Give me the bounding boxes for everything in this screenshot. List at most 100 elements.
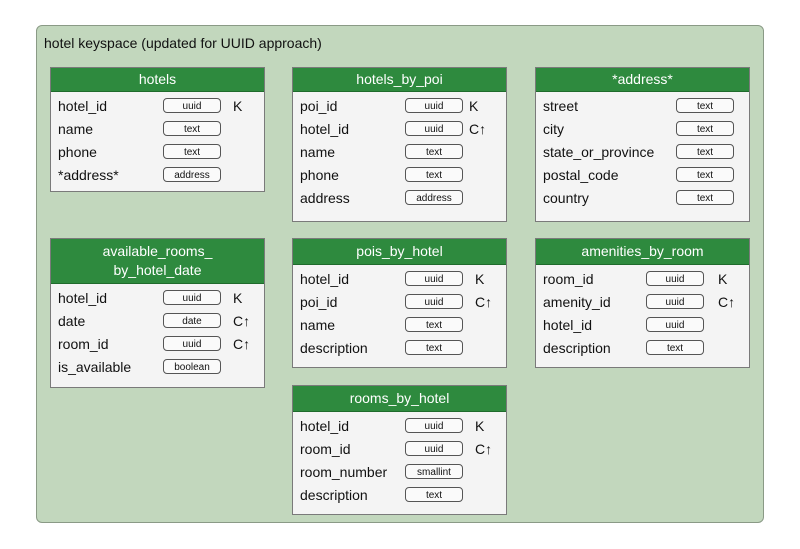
table-title: hotels — [138, 71, 177, 87]
column-name: description — [300, 340, 368, 356]
column-key-marker: C↑ — [475, 441, 493, 457]
column-type-badge: uuid — [646, 294, 704, 309]
column-name: street — [543, 98, 579, 114]
column-name: room_number — [300, 464, 388, 480]
table-header: available_rooms_ by_hotel_date — [51, 239, 264, 284]
column-name: country — [543, 190, 589, 206]
column-name: name — [300, 317, 336, 333]
column-type-badge: address — [163, 167, 221, 182]
column-name: hotel_id — [300, 418, 350, 434]
column-row: description text — [293, 485, 506, 508]
column-row: state_or_province text — [536, 142, 749, 165]
table-header: hotels — [51, 68, 264, 92]
column-type-badge: uuid — [405, 271, 463, 286]
column-name: name — [58, 121, 94, 137]
column-type-badge: uuid — [405, 294, 463, 309]
column-row: name text — [293, 142, 506, 165]
table-available-rooms-by-hotel-date[interactable]: available_rooms_ by_hotel_date hotel_id u… — [50, 238, 265, 388]
column-type-badge: text — [405, 340, 463, 355]
column-type-badge: text — [676, 167, 734, 182]
column-type-badge: text — [676, 190, 734, 205]
column-type-badge: uuid — [405, 121, 463, 136]
table-title-line2: by_hotel_date — [113, 262, 202, 278]
column-row: hotel_id uuid K — [51, 96, 264, 119]
column-key-marker: K — [233, 98, 243, 114]
column-row: date date C↑ — [51, 311, 264, 334]
column-key-marker: C↑ — [475, 294, 493, 310]
column-type-badge: text — [405, 144, 463, 159]
table-title-line1: available_rooms_ — [102, 243, 213, 259]
column-type-badge: text — [676, 144, 734, 159]
column-row: room_id uuid K — [536, 269, 749, 292]
column-row: postal_code text — [536, 165, 749, 188]
column-row: name text — [293, 315, 506, 338]
column-key-marker: C↑ — [718, 294, 736, 310]
column-type-badge: text — [676, 121, 734, 136]
column-row: amenity_id uuid C↑ — [536, 292, 749, 315]
column-row: name text — [51, 119, 264, 142]
column-type-badge: uuid — [163, 290, 221, 305]
column-key-marker: C↑ — [233, 313, 251, 329]
column-key-marker: K — [718, 271, 728, 287]
column-name: hotel_id — [543, 317, 593, 333]
column-type-badge: boolean — [163, 359, 221, 374]
column-type-badge: uuid — [163, 98, 221, 113]
column-type-badge: text — [163, 144, 221, 159]
column-name: room_id — [58, 336, 109, 352]
column-name: *address* — [58, 167, 119, 183]
column-type-badge: uuid — [405, 441, 463, 456]
column-type-badge: text — [405, 317, 463, 332]
column-key-marker: C↑ — [469, 121, 487, 137]
column-name: date — [58, 313, 86, 329]
column-row: is_available boolean — [51, 357, 264, 380]
table-header: hotels_by_poi — [293, 68, 506, 92]
column-name: city — [543, 121, 564, 137]
column-type-badge: address — [405, 190, 463, 205]
column-type-badge: date — [163, 313, 221, 328]
column-type-badge: text — [676, 98, 734, 113]
table-title: rooms_by_hotel — [349, 390, 450, 406]
column-type-badge: text — [163, 121, 221, 136]
keyspace-title: hotel keyspace (updated for UUID approac… — [44, 35, 322, 51]
column-name: room_id — [543, 271, 594, 287]
column-row: country text — [536, 188, 749, 211]
column-name: state_or_province — [543, 144, 655, 160]
column-name: description — [300, 487, 368, 503]
column-name: hotel_id — [58, 98, 108, 114]
column-name: hotel_id — [58, 290, 108, 306]
column-type-badge: text — [405, 167, 463, 182]
column-name: name — [300, 144, 336, 160]
column-type-badge: uuid — [405, 418, 463, 433]
column-name: amenity_id — [543, 294, 611, 310]
column-type-badge: text — [405, 487, 463, 502]
column-name: description — [543, 340, 611, 356]
column-key-marker: K — [475, 271, 485, 287]
column-name: postal_code — [543, 167, 619, 183]
column-type-badge: uuid — [646, 271, 704, 286]
column-name: is_available — [58, 359, 132, 375]
table-title: hotels_by_poi — [356, 71, 443, 87]
